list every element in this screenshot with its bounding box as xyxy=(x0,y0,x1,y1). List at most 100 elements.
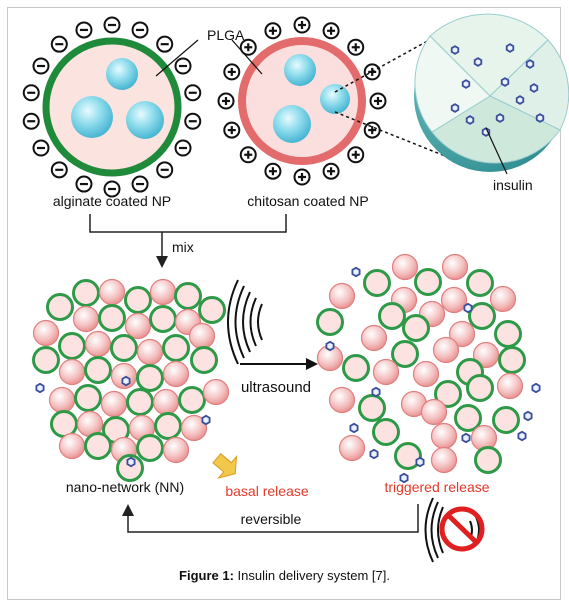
chitosan-np xyxy=(440,286,468,314)
plus-circle-icon xyxy=(217,92,235,110)
chitosan-np xyxy=(32,319,60,347)
plus-circle-icon xyxy=(223,63,241,81)
alginate-np xyxy=(378,302,406,330)
minus-circle-icon xyxy=(32,139,50,157)
insulin-molecule xyxy=(450,103,460,113)
plus-circle-icon xyxy=(293,16,311,34)
alginate-np xyxy=(136,364,164,392)
alginate-np xyxy=(32,346,60,374)
minus-circle-icon xyxy=(75,21,93,39)
no-sound-icon xyxy=(424,497,485,563)
alginate-np xyxy=(198,296,226,324)
alginate-np xyxy=(466,269,494,297)
insulin-molecule xyxy=(461,432,471,444)
chitosan-np xyxy=(360,324,388,352)
insulin-molecule xyxy=(517,430,527,442)
negative-charges xyxy=(22,16,202,198)
alginate-label: alginate coated NP xyxy=(53,193,171,209)
chitosan-np xyxy=(472,341,500,369)
positive-charges xyxy=(217,16,387,186)
minus-circle-icon xyxy=(75,175,93,193)
chitosan-np xyxy=(412,360,440,388)
minus-circle-icon xyxy=(103,180,121,198)
chitosan-np xyxy=(149,278,177,306)
insulin-molecule xyxy=(495,113,505,123)
alginate-np xyxy=(316,308,344,336)
insulin-molecule xyxy=(523,410,533,422)
chitosan-np xyxy=(188,322,216,350)
plus-circle-icon xyxy=(347,146,365,164)
triggered-release-label: triggered release xyxy=(384,479,489,495)
chitosan-np xyxy=(48,386,76,414)
plus-circle-icon xyxy=(363,121,381,139)
ultrasound-arrow xyxy=(240,358,318,370)
alginate-np xyxy=(466,374,494,402)
chitosan-label: chitosan coated NP xyxy=(247,193,368,209)
insulin-molecule xyxy=(415,456,425,468)
insulin-molecule xyxy=(35,382,45,394)
chitosan-coated-np xyxy=(217,16,387,186)
figure-caption: Figure 1: Insulin delivery system [7]. xyxy=(0,568,569,583)
chitosan-np xyxy=(338,434,366,462)
insulin-molecule xyxy=(473,57,483,67)
alginate-np xyxy=(434,380,462,408)
plus-circle-icon xyxy=(322,162,340,180)
alginate-np xyxy=(149,305,177,333)
alginate-np xyxy=(492,406,520,434)
insulin-molecule xyxy=(525,59,535,69)
plus-circle-icon xyxy=(223,121,241,139)
insulin-molecule xyxy=(529,83,539,93)
alginate-np xyxy=(391,340,419,368)
reversible-label: reversible xyxy=(241,511,302,527)
alginate-np xyxy=(468,302,496,330)
minus-circle-icon xyxy=(131,21,149,39)
caption-text: Insulin delivery system [7]. xyxy=(233,568,390,583)
sound-waves-icon xyxy=(227,279,263,365)
minus-circle-icon xyxy=(174,57,192,75)
insulin-molecule xyxy=(126,456,136,468)
chitosan-np xyxy=(124,312,152,340)
alginate-np xyxy=(498,346,526,374)
minus-circle-icon xyxy=(184,84,202,102)
basal-arrow-icon xyxy=(212,452,238,479)
insulin-molecule xyxy=(505,43,515,53)
alginate-np xyxy=(358,394,386,422)
plus-circle-icon xyxy=(239,146,257,164)
nano-network-cluster xyxy=(32,278,230,482)
chitosan-np xyxy=(430,422,458,450)
chitosan-np xyxy=(489,285,517,313)
chitosan-np xyxy=(136,338,164,366)
alginate-np xyxy=(178,386,206,414)
plus-circle-icon xyxy=(322,22,340,40)
alginate-np xyxy=(84,432,112,460)
insulin-molecule xyxy=(369,448,379,460)
plus-circle-icon xyxy=(347,38,365,56)
chitosan-np xyxy=(432,336,460,364)
alginate-np xyxy=(174,282,202,310)
alginate-np xyxy=(74,384,102,412)
alginate-np xyxy=(414,268,442,296)
alginate-np xyxy=(116,454,144,482)
insulin-molecule xyxy=(201,414,211,426)
insulin-molecule xyxy=(325,340,335,352)
alginate-np xyxy=(50,410,78,438)
plus-circle-icon xyxy=(239,38,257,56)
alginate-np xyxy=(190,346,218,374)
alginate-np xyxy=(72,279,100,307)
minus-circle-icon xyxy=(50,35,68,53)
insulin-molecule xyxy=(515,95,525,105)
minus-circle-icon xyxy=(131,175,149,193)
minus-circle-icon xyxy=(22,84,40,102)
minus-circle-icon xyxy=(50,161,68,179)
minus-circle-icon xyxy=(32,57,50,75)
chitosan-np xyxy=(328,282,356,310)
alginate-np xyxy=(84,356,112,384)
plus-circle-icon xyxy=(264,22,282,40)
alginate-np xyxy=(394,442,422,470)
chitosan-np xyxy=(328,386,356,414)
alginate-np xyxy=(98,304,126,332)
chitosan-np xyxy=(391,253,419,281)
minus-circle-icon xyxy=(156,161,174,179)
alginate-np xyxy=(58,332,86,360)
minus-circle-icon xyxy=(174,139,192,157)
